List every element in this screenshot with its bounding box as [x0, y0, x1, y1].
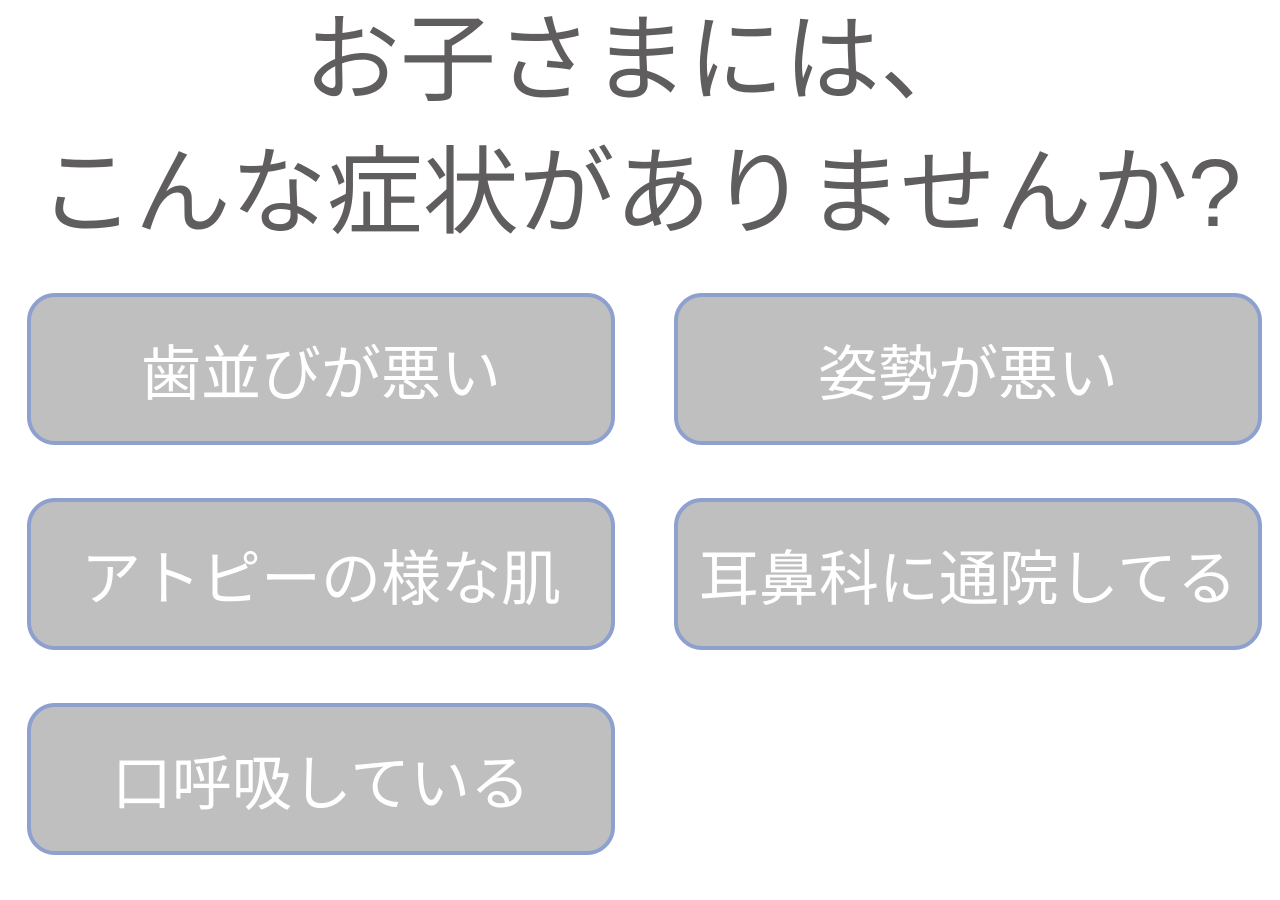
page-title-line-1: お子さまには、: [304, 7, 976, 114]
symptom-button-ent-clinic[interactable]: 耳鼻科に通院してる: [674, 498, 1262, 650]
symptom-button-grid: 歯並びが悪い 姿勢が悪い アトピーの様な肌 耳鼻科に通院してる 口呼吸している: [27, 293, 1262, 855]
symptom-button-teeth-alignment[interactable]: 歯並びが悪い: [27, 293, 615, 445]
page-title-line-2: こんな症状がありませんか?: [38, 140, 1242, 247]
symptom-button-posture[interactable]: 姿勢が悪い: [674, 293, 1262, 445]
page-title: お子さまには、 こんな症状がありませんか?: [0, 0, 1280, 260]
symptom-button-atopic-skin[interactable]: アトピーの様な肌: [27, 498, 615, 650]
symptom-button-mouth-breathing[interactable]: 口呼吸している: [27, 703, 615, 855]
